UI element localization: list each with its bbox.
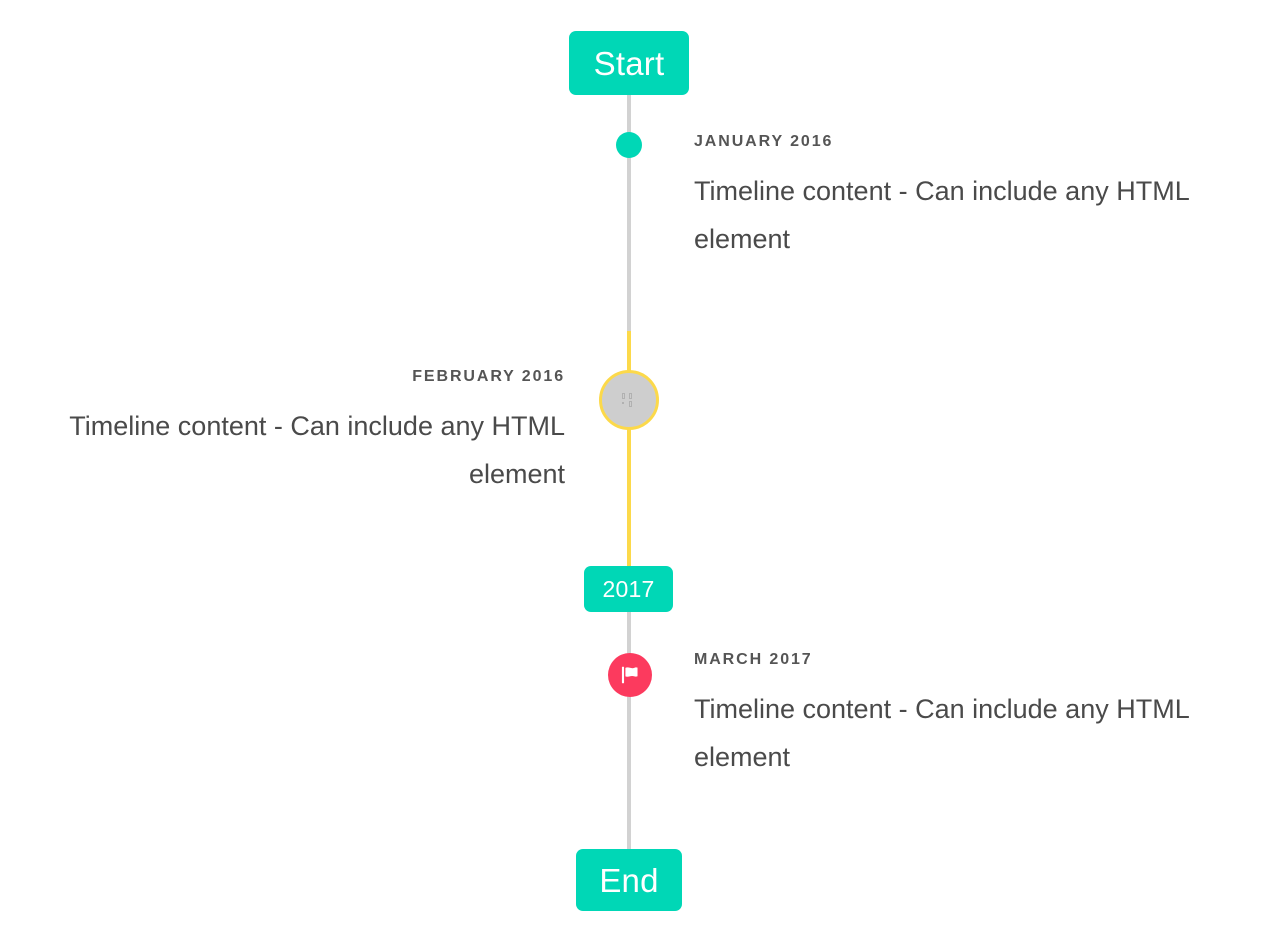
timeline-axis-segment-active (627, 331, 631, 566)
timeline-end-badge[interactable]: End (576, 849, 682, 911)
timeline-marker-dot-icon[interactable] (616, 132, 642, 158)
timeline-entry-date: MARCH 2017 (694, 651, 813, 668)
flag-icon (621, 666, 638, 684)
timeline-marker-flag[interactable] (608, 653, 652, 697)
timeline-entry-body: Timeline content - Can include any HTML … (694, 176, 1189, 255)
timeline-entry-date: FEBRUARY 2016 (412, 368, 565, 385)
timeline-entry-body: Timeline content - Can include any HTML … (694, 694, 1189, 773)
timeline-entry-january-2016: JANUARY 2016 Timeline content - Can incl… (694, 133, 1234, 263)
timeline-axis-segment-top (627, 95, 631, 331)
timeline-entry-date: JANUARY 2016 (694, 133, 834, 150)
timeline-entry-march-2017: MARCH 2017 Timeline content - Can includ… (694, 651, 1234, 781)
timeline-marker-ring[interactable] (599, 370, 659, 430)
timeline-axis-segment-bottom (627, 612, 631, 850)
timeline-entry-body: Timeline content - Can include any HTML … (69, 411, 565, 490)
timeline-start-badge[interactable]: Start (569, 31, 689, 95)
placeholder-glyph-icon (621, 392, 632, 407)
timeline-entry-february-2016: FEBRUARY 2016 Timeline content - Can inc… (25, 368, 565, 498)
timeline-year-badge-2017[interactable]: 2017 (584, 566, 673, 612)
